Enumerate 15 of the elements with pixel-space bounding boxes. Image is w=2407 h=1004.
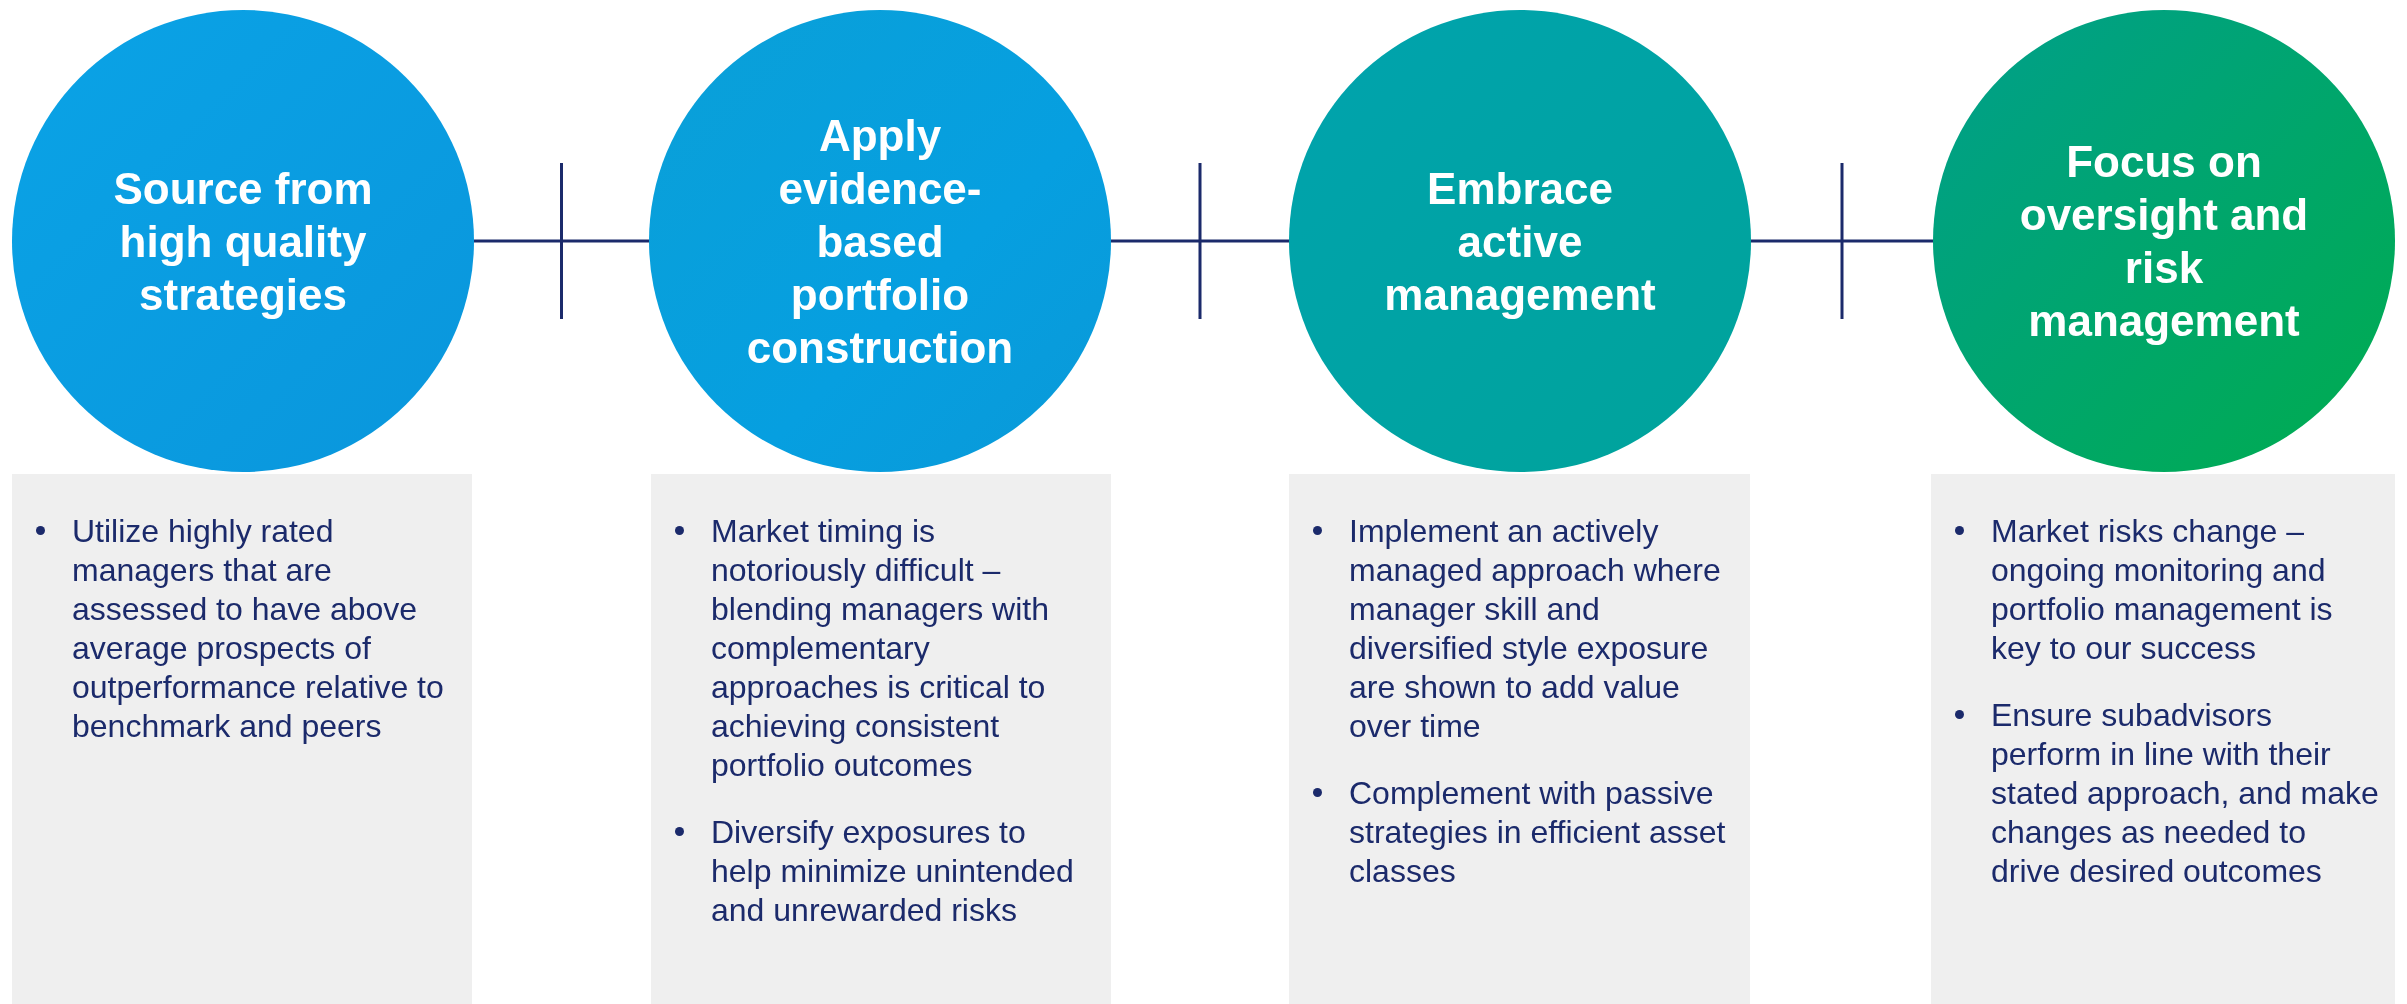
text-panel: [1931, 474, 2395, 1004]
bullet-text: Diversify exposures to help minimize unintended and unrewarded risks: [711, 813, 1075, 930]
step-title: Apply evidence-based portfolio construction: [745, 109, 1015, 374]
text-panel: [651, 474, 1111, 1004]
text-panel: [1289, 474, 1750, 1004]
bullet-text: Complement with passive strategies in efficient asset classes: [1349, 774, 1727, 891]
text-panel: [12, 474, 472, 1004]
step-title: Source from high quality strategies: [112, 162, 374, 321]
bullet-text: Ensure subadvisors perform in line with their stated approach, and make changes as needed to drive desired outcomes: [1991, 696, 2379, 891]
bullet-text: Utilize highly rated managers that are assessed to have above average prospects of outperformance relative to benchmark and peers: [72, 512, 445, 746]
bullet-text: Market timing is notoriously difficult – blending managers with complementary approaches is critical to achieving consistent portfolio outcomes: [711, 512, 1050, 785]
bullet-text: Market risks change – ongoing monitoring and portfolio management is key to our success: [1991, 512, 2334, 668]
step-title: Embrace active management: [1383, 162, 1657, 321]
bullet-text: Implement an actively managed approach where manager skill and diversified style exposure are shown to add value over time: [1349, 512, 1722, 746]
step-title: Focus on oversight and risk management: [2019, 136, 2309, 347]
